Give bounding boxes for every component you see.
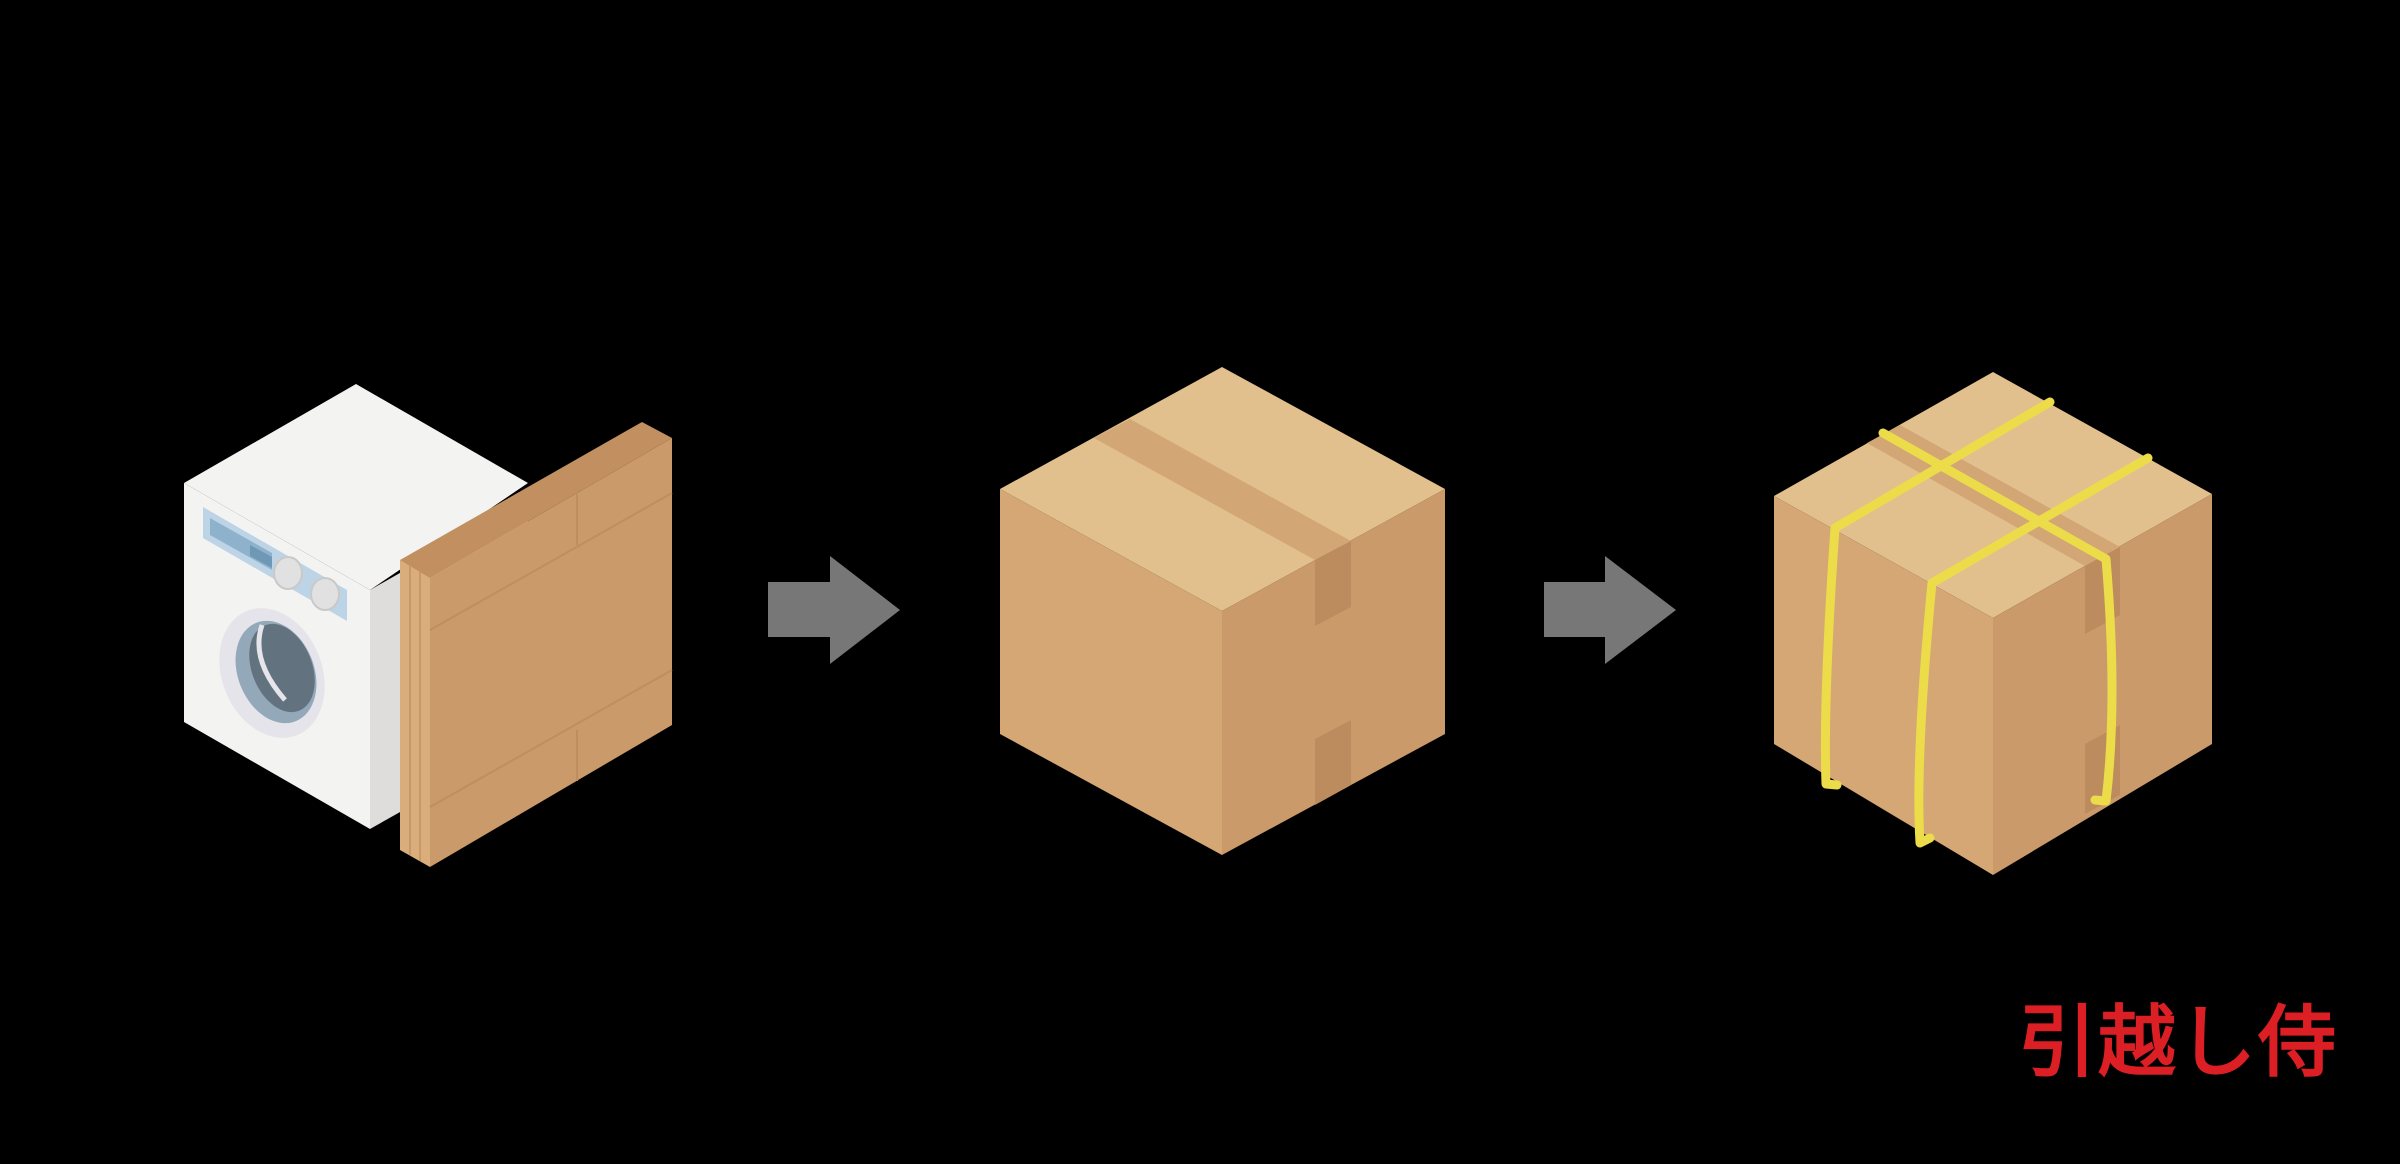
box-left xyxy=(1000,489,1222,855)
box-tape-top xyxy=(1094,419,1351,560)
string-loop-2 xyxy=(1914,453,2153,848)
machine-knob-2 xyxy=(310,577,340,611)
cardboard-fold-2 xyxy=(429,669,673,808)
hikkoshi-samurai-logo: 引越し侍 xyxy=(2018,998,2339,1088)
cardboard-front xyxy=(430,438,672,867)
machine-door-highlight xyxy=(256,624,287,702)
cardboard-fold-1 xyxy=(429,492,673,631)
string-loop-3 xyxy=(1878,428,2117,806)
flat-cardboard-stack xyxy=(400,422,673,867)
arrow-right-icon xyxy=(768,556,900,664)
box-tape-side-top xyxy=(1315,541,1351,626)
box-right xyxy=(1993,494,2212,875)
arrow-right-icon xyxy=(1544,556,1676,664)
cardboard-edge xyxy=(400,560,430,867)
machine-knob-1 xyxy=(273,556,303,590)
cardboard-top-edge xyxy=(400,422,672,578)
string-loop-1 xyxy=(1820,397,2055,790)
machine-door-glass xyxy=(249,623,315,713)
tied-box-illustration xyxy=(1774,372,2212,875)
sealed-box-illustration xyxy=(1000,367,1445,855)
box-tape-side-bottom xyxy=(1315,720,1351,805)
machine-display-2 xyxy=(250,545,272,568)
box-right xyxy=(1222,489,1445,855)
yellow-string xyxy=(1820,397,2153,848)
